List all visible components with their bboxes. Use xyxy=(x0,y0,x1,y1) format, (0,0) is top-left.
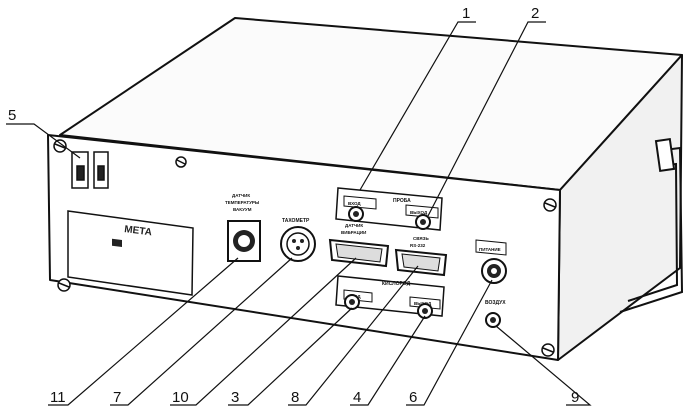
leader-11 xyxy=(48,257,239,406)
leader-9 xyxy=(495,325,592,406)
leader-5 xyxy=(6,123,81,159)
leader-7 xyxy=(110,257,293,406)
callout-11: 11 xyxy=(50,389,66,406)
callout-4: 4 xyxy=(353,389,361,406)
callout-3: 3 xyxy=(231,389,239,406)
air-fitting: ВОЗДУХ xyxy=(485,300,506,328)
svg-text:КИСЛОРОД: КИСЛОРОД xyxy=(382,281,411,287)
leader-6 xyxy=(406,279,493,406)
probe-fittings: ПРОБА ВХОД ВЫХОД xyxy=(335,187,443,231)
gas-fitting-icon xyxy=(348,206,364,222)
svg-text:RS-232: RS-232 xyxy=(410,243,426,248)
brand-label: МЕТА xyxy=(124,224,153,238)
callout-numbers: 1 2 5 11 7 10 3 8 4 6 9 xyxy=(8,5,579,406)
screw-icon xyxy=(53,139,67,153)
leader-10 xyxy=(170,257,357,406)
rs232-connector: СВЯЗЬ RS-232 xyxy=(394,236,448,277)
gas-fitting-icon xyxy=(344,294,360,310)
svg-text:ВОЗДУХ: ВОЗДУХ xyxy=(485,300,506,306)
leader-8 xyxy=(288,265,419,406)
gas-fitting-icon xyxy=(417,303,433,319)
callout-1: 1 xyxy=(462,5,470,22)
gas-fitting-icon xyxy=(485,312,501,328)
fuse-holders xyxy=(71,151,109,189)
tachometer-connector: ТАХОМЕТР xyxy=(280,218,316,262)
svg-text:ДАТЧИК: ДАТЧИК xyxy=(232,193,250,198)
svg-text:ТАХОМЕТР: ТАХОМЕТР xyxy=(282,218,310,224)
svg-text:ВИБРАЦИИ: ВИБРАЦИИ xyxy=(341,230,366,235)
nameplate: МЕТА xyxy=(67,210,194,296)
callout-10: 10 xyxy=(172,389,189,406)
screw-icon xyxy=(57,278,71,292)
svg-text:ДАТЧИК: ДАТЧИК xyxy=(345,223,363,228)
svg-text:ВАКУУМ: ВАКУУМ xyxy=(233,207,252,212)
oxygen-fittings: КИСЛОРОД ВХОД ВЫХОД xyxy=(335,275,445,319)
gas-fitting-icon xyxy=(415,214,431,230)
leader-3 xyxy=(228,307,353,406)
svg-text:ТЕМПЕРАТУРЫ: ТЕМПЕРАТУРЫ xyxy=(225,200,260,205)
screw-icon xyxy=(541,343,555,357)
svg-text:ВХОД: ВХОД xyxy=(348,201,361,206)
callout-5: 5 xyxy=(8,107,16,124)
screw-icon xyxy=(543,198,557,212)
callout-7: 7 xyxy=(113,389,121,406)
side-handle xyxy=(619,138,684,313)
leader-lines xyxy=(6,21,592,406)
callout-9: 9 xyxy=(571,389,579,406)
vibration-sensor-connector: ДАТЧИК ВИБРАЦИИ xyxy=(328,223,390,268)
leader-4 xyxy=(350,315,426,406)
svg-text:СВЯЗЬ: СВЯЗЬ xyxy=(413,236,429,241)
power-connector: ПИТАНИЕ xyxy=(475,239,507,284)
svg-text:ПРОБА: ПРОБА xyxy=(393,198,411,204)
svg-text:ПИТАНИЕ: ПИТАНИЕ xyxy=(479,247,501,252)
callout-6: 6 xyxy=(409,389,417,406)
screw-icon xyxy=(175,156,187,168)
leader-1 xyxy=(359,21,476,191)
corner-screws xyxy=(53,139,557,357)
leader-2 xyxy=(427,21,546,217)
callout-2: 2 xyxy=(531,5,539,22)
svg-text:ВЫХОД: ВЫХОД xyxy=(410,210,428,215)
temperature-sensor-connector: ДАТЧИК ТЕМПЕРАТУРЫ ВАКУУМ xyxy=(225,193,261,262)
callout-8: 8 xyxy=(291,389,299,406)
